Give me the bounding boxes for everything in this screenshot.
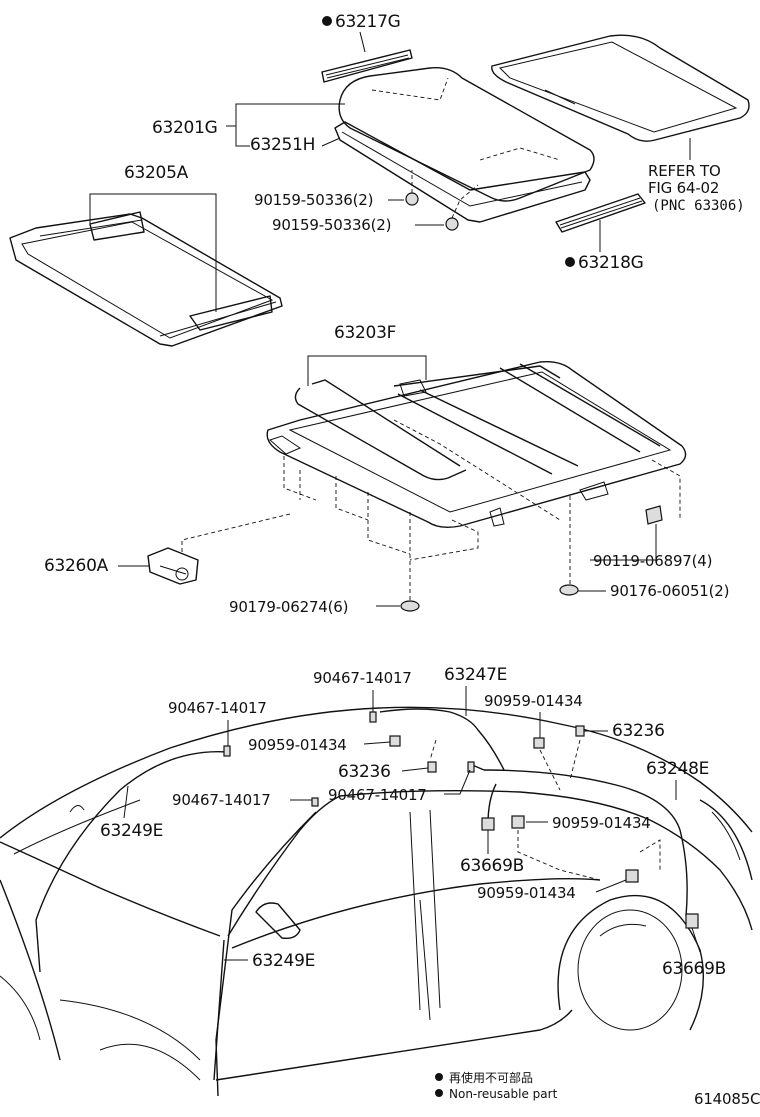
label-63247E: 63247E: [444, 665, 507, 685]
label-63249E-top: 63249E: [100, 821, 163, 841]
label-63669B-left: 63669B: [460, 856, 524, 876]
bolt-icon: [400, 505, 663, 612]
non-reusable-marker: [435, 1073, 443, 1081]
weatherstrip-front-part: [321, 49, 413, 83]
label-63205A: 63205A: [124, 163, 189, 183]
refer-line2: FIG 64-02: [648, 179, 719, 197]
drain-frame-part: [9, 211, 283, 347]
label-90179: 90179-06274(6): [229, 598, 348, 616]
drain-hose-part: [35, 708, 688, 1097]
label-63201G: 63201G: [152, 118, 217, 138]
label-90176: 90176-06051(2): [610, 582, 729, 600]
label-90467-left: 90467-14017: [168, 699, 267, 717]
glass-seal-part: [334, 121, 591, 223]
label-63236-mid: 63236: [338, 762, 391, 782]
non-reusable-marker: [322, 16, 332, 26]
non-reusable-marker: [435, 1089, 443, 1097]
refer-line1: REFER TO: [648, 162, 721, 180]
non-reusable-marker: [565, 257, 575, 267]
label-90467-center: 90467-14017: [328, 786, 427, 804]
label-63236-right: 63236: [612, 721, 665, 741]
label-63249E-bottom: 63249E: [252, 951, 315, 971]
sunroof-glass-part: [338, 67, 595, 202]
legend-line2: Non-reusable part: [449, 1087, 558, 1101]
sunshade-part: [491, 34, 750, 142]
label-63203F: 63203F: [334, 323, 396, 343]
label-90959-right: 90959-01434: [552, 814, 651, 832]
label-90959-top: 90959-01434: [484, 692, 583, 710]
label-90959-bottom: 90959-01434: [477, 884, 576, 902]
label-63248E: 63248E: [646, 759, 709, 779]
weatherstrip-rear-part: [555, 193, 646, 233]
sunroof-motor-part: [147, 547, 199, 585]
sunroof-housing-part: [266, 360, 687, 529]
label-63260A: 63260A: [44, 556, 109, 576]
bolt-icon: [405, 192, 459, 231]
refer-line3: (PNC 63306): [652, 198, 745, 214]
label-90959-mid: 90959-01434: [248, 736, 347, 754]
label-63251H: 63251H: [250, 135, 315, 155]
label-90467-mid: 90467-14017: [172, 791, 271, 809]
car-body-outline: [0, 706, 753, 1081]
label-90159-a: 90159-50336(2): [254, 191, 373, 209]
figure-code: 614085C: [694, 1090, 760, 1108]
label-90467-top: 90467-14017: [313, 669, 412, 687]
label-63669B-right: 63669B: [662, 959, 726, 979]
clip-icon: [223, 711, 699, 929]
label-90119: 90119-06897(4): [593, 552, 712, 570]
label-63217G: 63217G: [335, 12, 400, 32]
legend-line1: 再使用不可部品: [449, 1070, 533, 1085]
label-90159-b: 90159-50336(2): [272, 216, 391, 234]
label-63218G: 63218G: [578, 253, 643, 273]
